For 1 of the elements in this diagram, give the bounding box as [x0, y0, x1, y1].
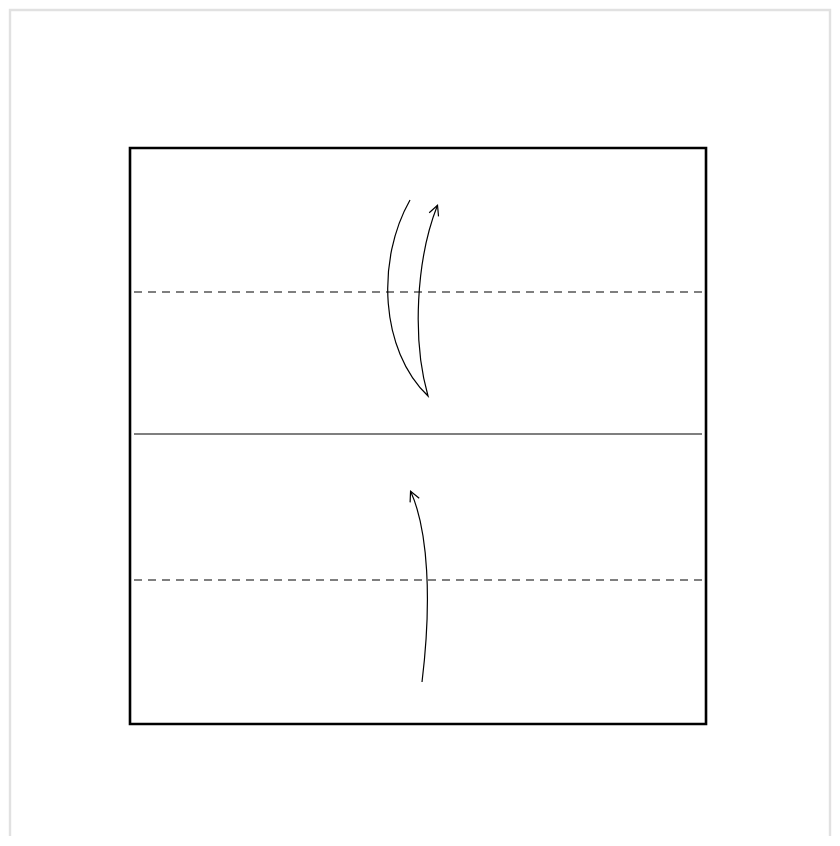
paper-square: [128, 146, 708, 726]
